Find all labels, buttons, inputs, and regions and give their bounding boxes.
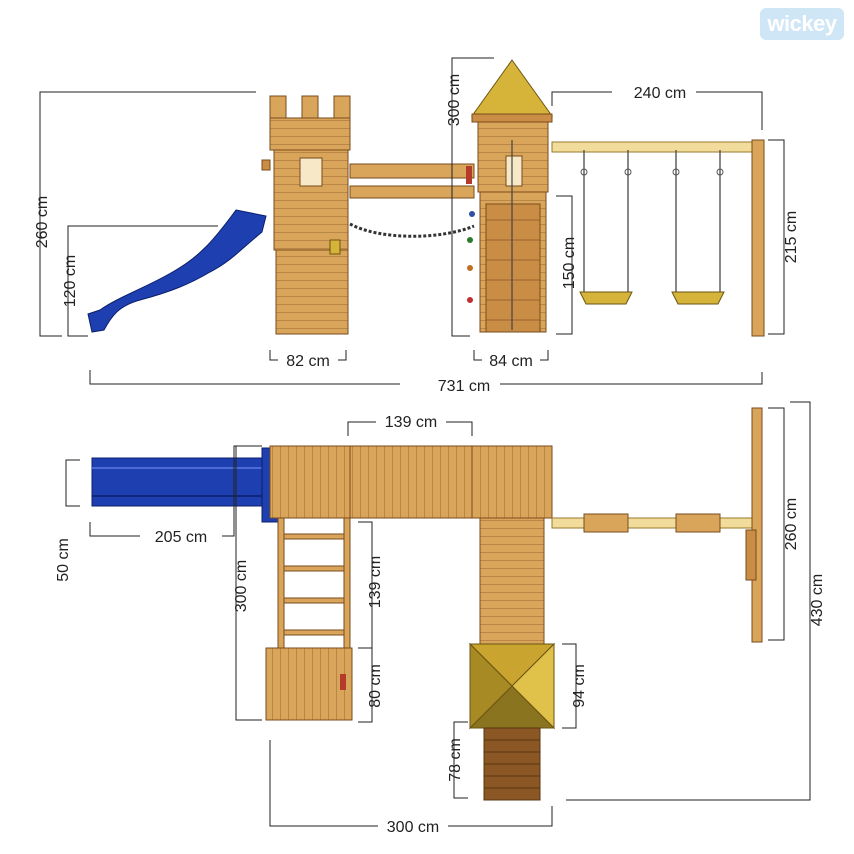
tower-1-deck: [269, 445, 351, 519]
svg-text:78 cm: 78 cm: [447, 738, 464, 782]
dim-ladder-height: 150 cm: [556, 195, 578, 335]
side-view: 260 cm 120 cm 300 cm: [34, 57, 800, 395]
ladder-rungs: [486, 219, 540, 321]
tower-2: [466, 59, 553, 333]
svg-text:84 cm: 84 cm: [489, 353, 533, 370]
svg-text:205 cm: 205 cm: [155, 529, 207, 546]
svg-text:139 cm: 139 cm: [367, 556, 384, 608]
dim-lower-platform: 80 cm: [358, 647, 384, 723]
svg-text:300 cm: 300 cm: [446, 74, 463, 126]
dim-total-length: 731 cm: [89, 370, 763, 395]
svg-text:300 cm: 300 cm: [233, 560, 250, 612]
dim-ladder-length: 139 cm: [358, 521, 384, 649]
svg-text:139 cm: 139 cm: [385, 414, 437, 431]
ramp: [483, 727, 541, 801]
bridge-beam: [349, 185, 475, 199]
svg-text:120 cm: 120 cm: [62, 255, 79, 307]
dim-ramp-length: 78 cm: [447, 721, 468, 799]
svg-text:215 cm: 215 cm: [783, 211, 800, 263]
swing-beam-top: [551, 407, 763, 643]
svg-text:150 cm: 150 cm: [561, 237, 578, 289]
top-view: 139 cm 50 cm 205 cm: [55, 401, 826, 836]
dim-left-depth: 300 cm: [233, 445, 262, 721]
svg-text:240 cm: 240 cm: [634, 85, 686, 102]
ladder-top: [277, 517, 351, 653]
svg-text:300 cm: 300 cm: [387, 819, 439, 836]
dim-total-depth: 430 cm: [566, 401, 826, 801]
dim-swing-length: 240 cm: [551, 85, 763, 130]
dim-tower2-width: 84 cm: [473, 350, 549, 370]
dim-slide-height: 120 cm: [62, 225, 218, 337]
svg-text:260 cm: 260 cm: [34, 196, 51, 248]
wickey-logo: wickey: [760, 8, 844, 40]
svg-text:50 cm: 50 cm: [55, 538, 72, 582]
svg-text:430 cm: 430 cm: [809, 574, 826, 626]
svg-text:260 cm: 260 cm: [783, 498, 800, 550]
svg-text:80 cm: 80 cm: [367, 664, 384, 708]
bridge-chain: [349, 222, 475, 238]
dim-tower1-width: 82 cm: [269, 350, 347, 370]
dim-total-height: 260 cm: [34, 91, 256, 337]
lower-platform: [265, 647, 353, 721]
tower-2-deck: [471, 445, 553, 519]
svg-text:94 cm: 94 cm: [571, 664, 588, 708]
dim-swing-depth: 260 cm: [768, 407, 800, 641]
svg-text:731 cm: 731 cm: [438, 378, 490, 395]
bridge-beam-top: [349, 163, 475, 179]
swing-frame: [551, 139, 765, 337]
walkway: [479, 517, 545, 647]
swing-seat-2: [671, 291, 725, 305]
slide: [87, 209, 267, 333]
tower-1: [261, 95, 351, 335]
dim-slide-width: 50 cm: [55, 459, 80, 582]
svg-text:82 cm: 82 cm: [286, 353, 330, 370]
swing-seat-1: [579, 291, 633, 305]
dim-roof-size: 94 cm: [562, 643, 588, 729]
dim-swing-height: 215 cm: [768, 139, 800, 335]
dim-roof-height: 300 cm: [446, 57, 494, 337]
dim-bottom-width: 300 cm: [269, 740, 553, 836]
roof-top: [468, 642, 556, 730]
dim-bridge-length: 139 cm: [347, 414, 473, 436]
slide-top: [91, 447, 281, 523]
bridge-deck: [349, 445, 473, 519]
